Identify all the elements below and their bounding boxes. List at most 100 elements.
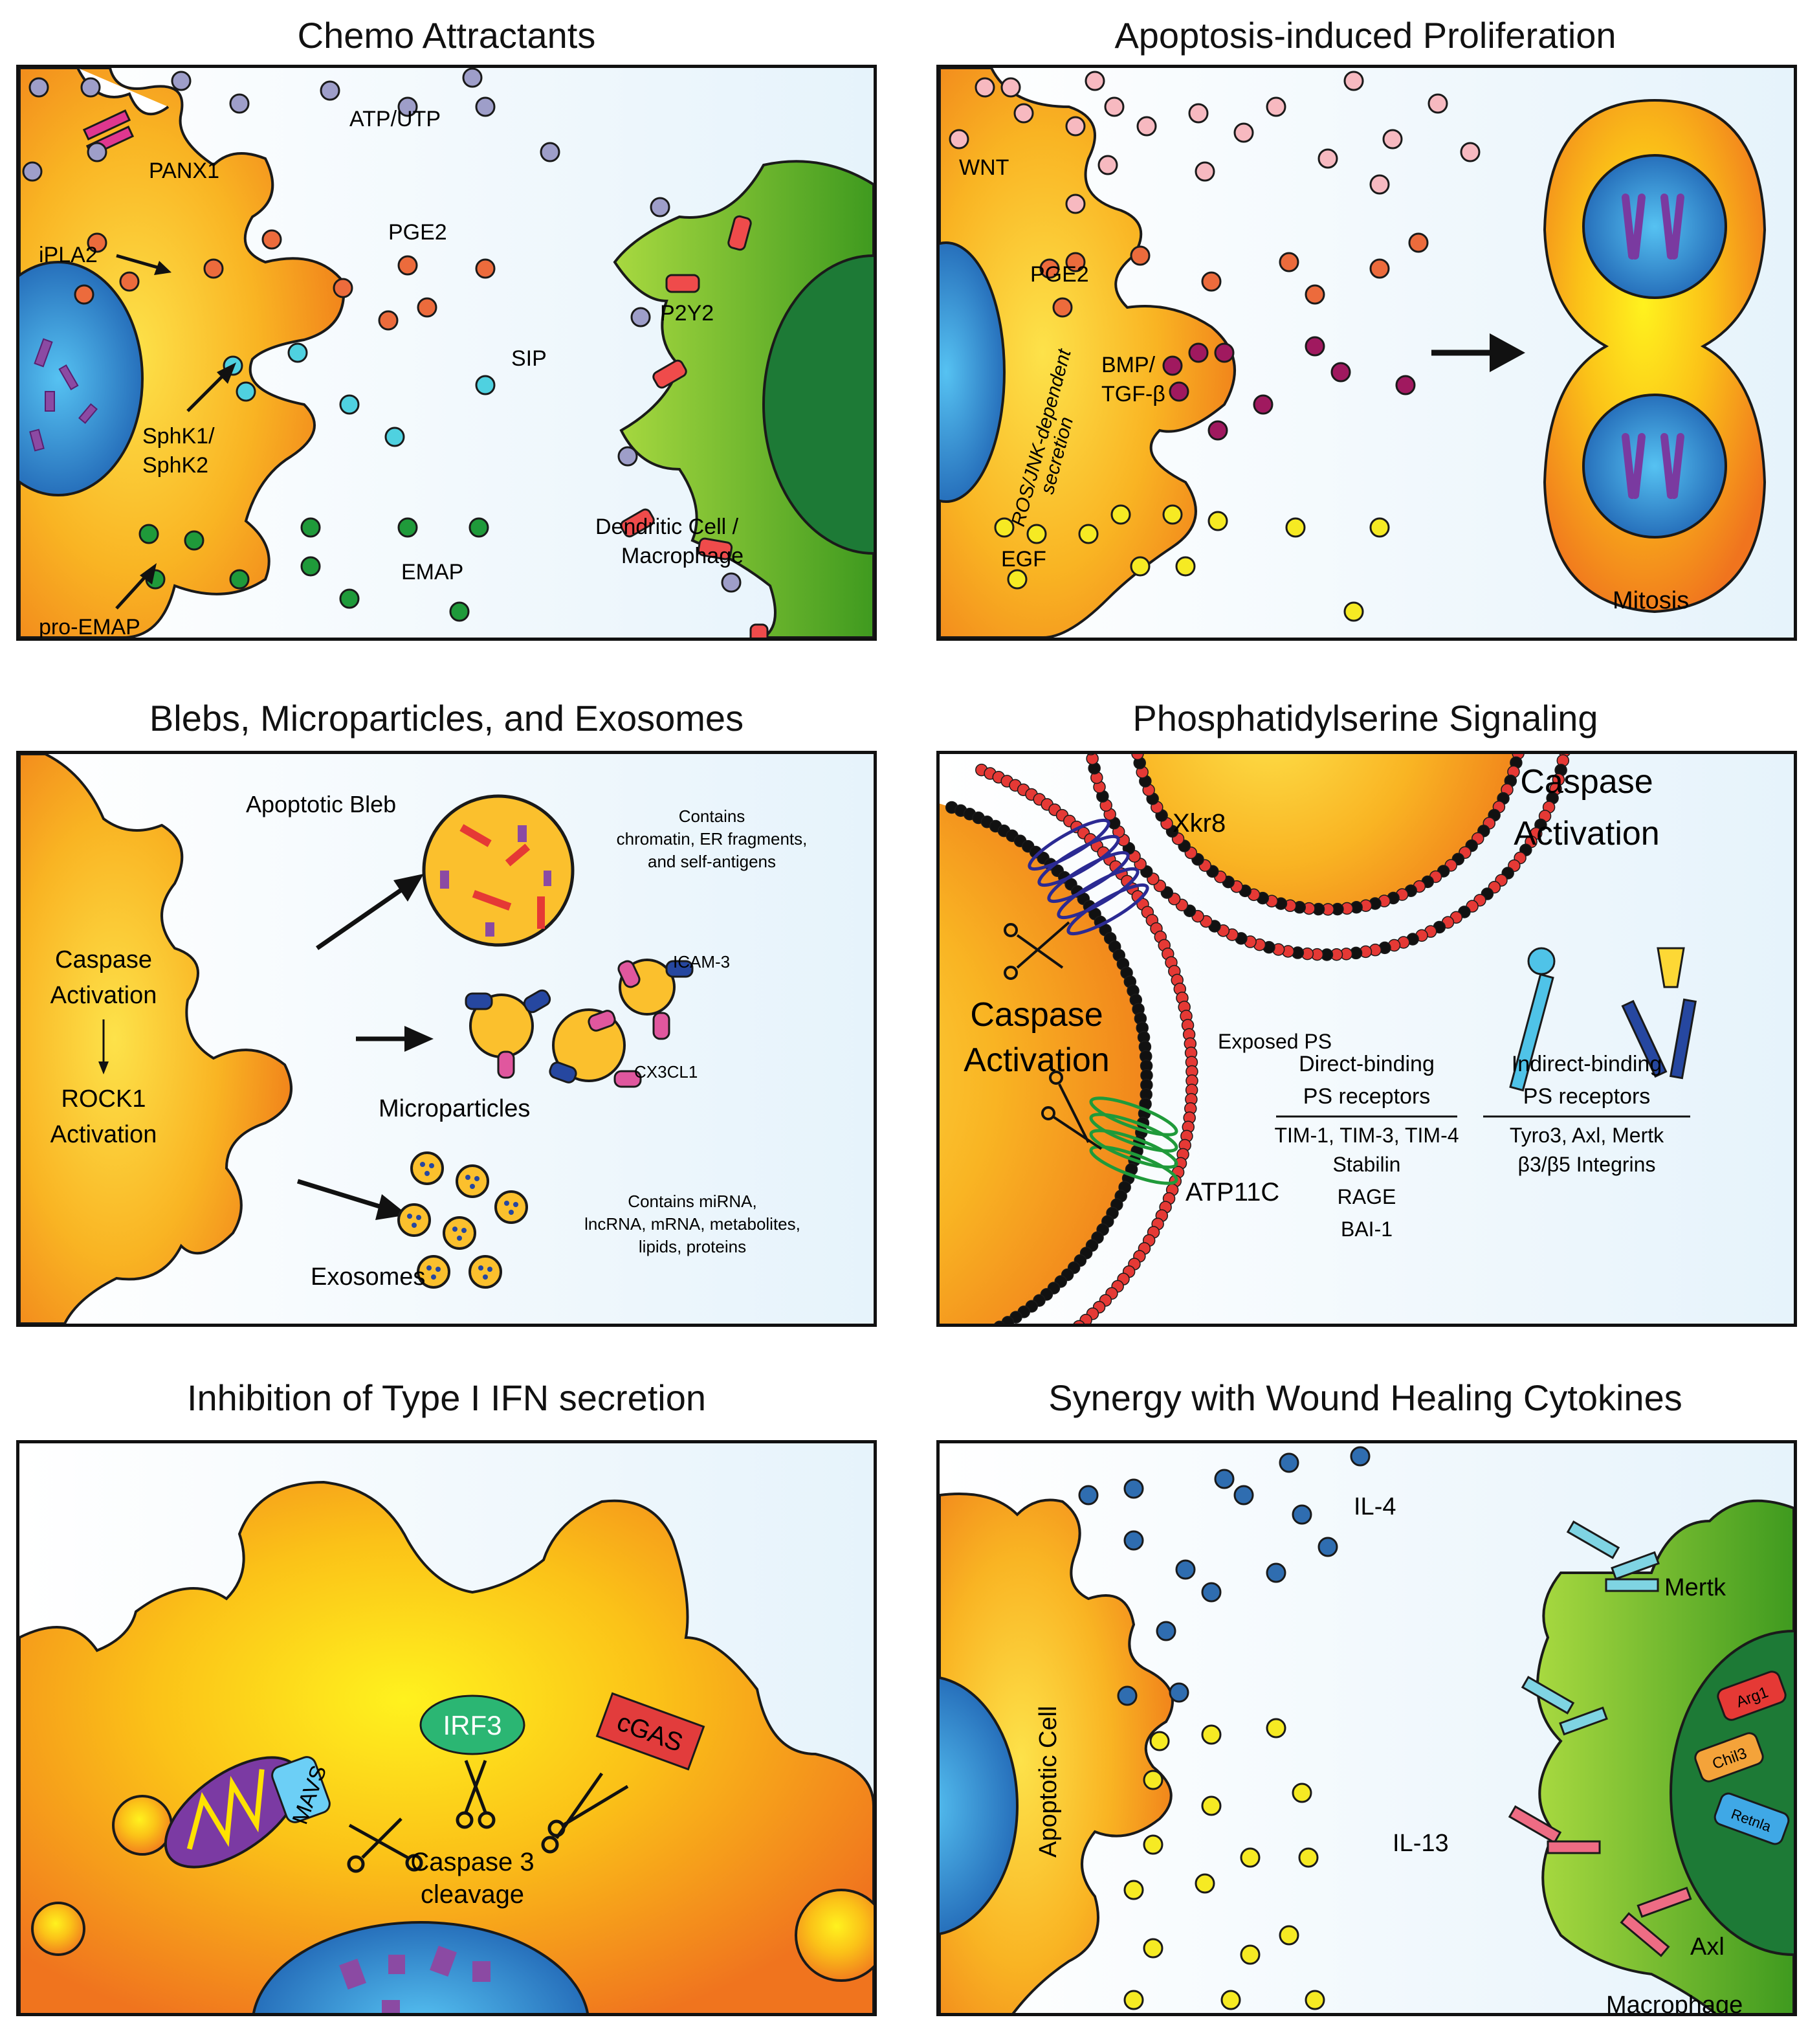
molecule-dot xyxy=(1052,297,1073,318)
exosome-cargo xyxy=(483,1274,488,1280)
molecule-dot xyxy=(1266,1562,1286,1583)
pge2-label: PGE2 xyxy=(1030,262,1089,287)
molecule-dot xyxy=(1143,1938,1163,1959)
molecule-dot xyxy=(1305,1990,1325,2010)
ifn-diagram: IRF3 cGAS MAVS Caspase 3 cleavage xyxy=(19,1443,874,2013)
sphk2-label: SphK2 xyxy=(142,453,208,478)
molecule-dot xyxy=(203,258,224,279)
molecule-dot xyxy=(721,572,742,593)
indirect-list-2: β3/β5 Integrins xyxy=(1518,1153,1656,1176)
caspase-top-2: Activation xyxy=(1514,815,1659,852)
lipid-head xyxy=(1086,754,1099,765)
molecule-dot xyxy=(1369,258,1390,279)
molecule-dot xyxy=(1460,142,1481,162)
molecule-dot xyxy=(949,129,969,150)
molecule-dot xyxy=(475,96,496,117)
direct-list-2: Stabilin xyxy=(1333,1153,1401,1176)
molecule-dot xyxy=(1201,1582,1222,1603)
molecule-dot xyxy=(1065,116,1086,137)
prolif-title: Apoptosis-induced Proliferation xyxy=(1114,15,1616,56)
molecule-dot xyxy=(1000,77,1021,98)
mavs-protein xyxy=(271,1756,331,1823)
molecule-dot xyxy=(650,197,670,217)
molecule-dot xyxy=(1408,232,1429,253)
exosome xyxy=(410,1151,444,1185)
molecule-dot xyxy=(1201,271,1222,292)
molecule-dot xyxy=(1279,1452,1299,1473)
molecule-dot xyxy=(119,271,140,292)
molecule-dot xyxy=(1156,1621,1176,1641)
molecule-dot xyxy=(1123,1478,1144,1499)
apoptotic-cell-body xyxy=(19,754,292,1324)
molecule-dot xyxy=(397,96,418,117)
molecule-dot xyxy=(339,588,360,609)
molecule-dot xyxy=(1214,342,1235,363)
exosome-cargo xyxy=(504,1201,509,1206)
caspase-top-1: Caspase xyxy=(1520,763,1653,801)
il4-label: IL-4 xyxy=(1354,1493,1396,1520)
molecule-dot xyxy=(1143,1834,1163,1855)
apoptotic-cell-body xyxy=(19,68,346,638)
molecule-dot xyxy=(1104,96,1125,117)
wound-panel: IL-4 IL-13 Apoptotic Cell Mertk Axl Macr… xyxy=(936,1440,1797,2016)
caspase3-label-2: cleavage xyxy=(421,1880,524,1909)
nucleus xyxy=(19,261,144,496)
prolif-diagram: WNT PGE2 BMP/ TGF-β ROS/JNK-dependent se… xyxy=(940,68,1794,638)
nucleus xyxy=(940,241,1006,503)
ps-title: Phosphatidylserine Signaling xyxy=(1132,698,1598,739)
xkr8-label: Xkr8 xyxy=(1173,809,1226,838)
molecule-dot xyxy=(339,394,360,415)
molecule-dot xyxy=(1065,194,1086,214)
molecule-dot xyxy=(1298,1847,1319,1868)
bleb-contents-2: chromatin, ER fragments, xyxy=(617,829,808,849)
exosome-cargo xyxy=(424,1171,430,1176)
molecule-dot xyxy=(1382,129,1403,150)
exosome-cargo xyxy=(465,1175,470,1180)
molecule-dot xyxy=(378,310,399,331)
ps-diagram: Xkr8 Caspase Activation Exposed PS ATP11… xyxy=(940,754,1794,1324)
exosome xyxy=(494,1190,528,1224)
molecule-dot xyxy=(1117,1685,1138,1706)
indirect-binding-2: PS receptors xyxy=(1523,1084,1651,1109)
axl-receptor xyxy=(1508,1805,1692,1957)
molecule-dot xyxy=(229,569,250,590)
molecule-dot xyxy=(22,161,43,182)
molecule-dot xyxy=(1214,1469,1235,1489)
blebs-diagram: Apoptotic Bleb Contains chromatin, ER fr… xyxy=(19,754,874,1324)
lipid-head xyxy=(1073,1320,1085,1324)
exosome-cargo xyxy=(470,1184,475,1189)
molecule-dot xyxy=(1395,375,1416,395)
ps-cell-top xyxy=(1138,754,1518,909)
chemo-diagram: PANX1 ATP/UTP iPLA2 PGE2 SIP SphK1/ SphK… xyxy=(19,68,874,638)
molecule-dot xyxy=(261,229,282,250)
molecule-dot xyxy=(1026,524,1047,544)
molecule-dot xyxy=(1428,93,1448,114)
molecule-dot xyxy=(1188,103,1209,124)
molecule-dot xyxy=(1130,245,1151,266)
molecule-dot xyxy=(171,71,192,91)
molecule-dot xyxy=(1143,1770,1163,1790)
il13-label: IL-13 xyxy=(1393,1830,1449,1857)
nucleus xyxy=(940,1676,1019,1935)
molecule-dot xyxy=(1195,161,1215,182)
exosome-cargo xyxy=(509,1210,514,1215)
direct-binding-1: Direct-binding xyxy=(1299,1052,1435,1076)
sip-label: SIP xyxy=(511,346,547,371)
icam3-label: ICAM-3 xyxy=(673,952,730,972)
molecule-dot xyxy=(1175,1559,1196,1580)
atp-utp-label: ATP/UTP xyxy=(349,107,441,131)
exosome xyxy=(456,1164,489,1198)
scissors-icon xyxy=(1041,1071,1103,1150)
molecule-dot xyxy=(1350,1446,1371,1467)
molecule-dot xyxy=(1305,336,1325,357)
molecule-dot xyxy=(1013,103,1034,124)
mertk-label: Mertk xyxy=(1664,1574,1726,1601)
chemo-title: Chemo Attractants xyxy=(297,15,596,56)
wound-diagram: IL-4 IL-13 Apoptotic Cell Mertk Axl Macr… xyxy=(940,1443,1794,2013)
mitosis-label: Mitosis xyxy=(1613,587,1689,614)
blebs-title: Blebs, Microparticles, and Exosomes xyxy=(149,698,744,739)
molecule-dot xyxy=(1220,1990,1241,2010)
lipid-head xyxy=(1086,754,1095,755)
molecule-dot xyxy=(384,427,405,447)
molecule-dot xyxy=(397,255,418,276)
